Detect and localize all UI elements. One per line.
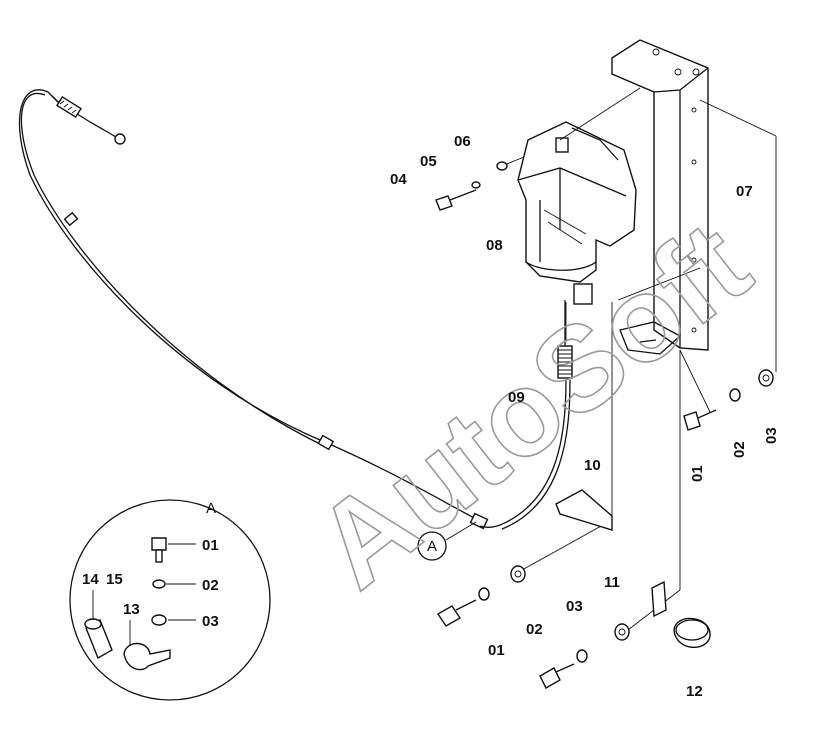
label-01-bottom: 01: [488, 642, 505, 659]
detail-view-a: [69, 499, 477, 701]
label-04: 04: [390, 171, 407, 188]
label-06: 06: [454, 133, 471, 150]
part-labels: 04 05 06 07 08 09 10 11 12 01 02 03 03 0…: [390, 133, 780, 700]
label-05: 05: [420, 153, 437, 170]
label-03-right: 03: [763, 427, 780, 444]
label-11: 11: [604, 574, 620, 591]
label-09: 09: [508, 389, 525, 406]
detail-label-14: 14: [82, 571, 99, 588]
detail-label-15: 15: [106, 571, 123, 588]
label-02-right: 02: [731, 441, 748, 458]
label-03-bottom: 03: [566, 598, 583, 615]
label-07: 07: [736, 183, 753, 200]
detail-title-a: A: [206, 500, 216, 517]
detail-label-13: 13: [123, 601, 140, 618]
detail-label-02: 02: [202, 577, 219, 594]
leader-lines: [501, 87, 777, 631]
label-08: 08: [486, 237, 503, 254]
detail-label-03: 03: [202, 613, 219, 630]
label-12: 12: [686, 683, 703, 700]
actuator-08: [517, 121, 637, 305]
callout-a: A: [427, 538, 437, 555]
bracket-07: [611, 39, 709, 355]
detail-labels: A A 01 02 03 14 15 13: [82, 500, 437, 630]
label-02-bottom: 02: [526, 621, 543, 638]
detail-label-01: 01: [202, 537, 219, 554]
label-10: 10: [584, 457, 601, 474]
cable-assembly: [18, 89, 573, 530]
label-01-right: 01: [689, 465, 706, 482]
fasteners: [435, 161, 774, 689]
